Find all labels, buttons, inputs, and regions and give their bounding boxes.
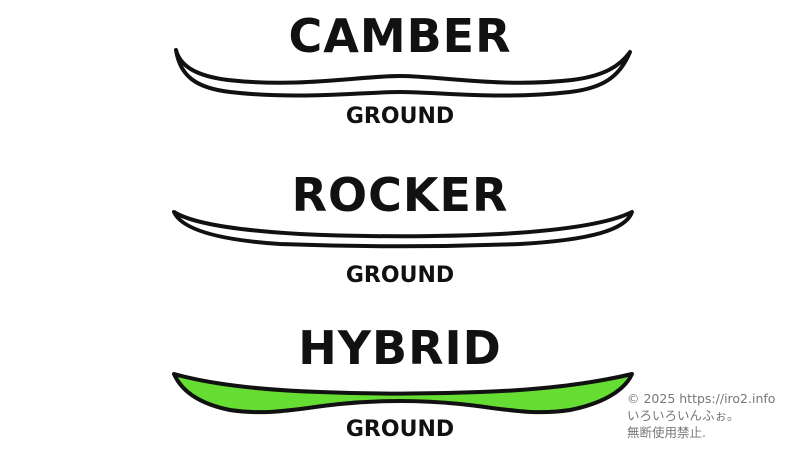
hybrid-ground-label: GROUND <box>345 417 455 442</box>
camber-title: CAMBER <box>288 9 512 63</box>
copyright-notice: © 2025 https://iro2.info いろいろいんふぉ。 無断使用禁… <box>627 390 775 441</box>
camber-ground-label: GROUND <box>345 104 455 129</box>
hybrid-board-outline <box>172 372 634 415</box>
copyright-line-2: いろいろいんふぉ。 <box>627 408 740 423</box>
copyright-line-1: © 2025 https://iro2.info <box>627 391 776 406</box>
copyright-line-3: 無断使用禁止. <box>627 425 706 440</box>
rocker-board-outline <box>172 210 634 249</box>
hybrid-title: HYBRID <box>298 321 502 375</box>
rocker-title: ROCKER <box>291 168 509 222</box>
camber-board-outline <box>174 48 632 98</box>
rocker-ground-label: GROUND <box>345 263 455 288</box>
